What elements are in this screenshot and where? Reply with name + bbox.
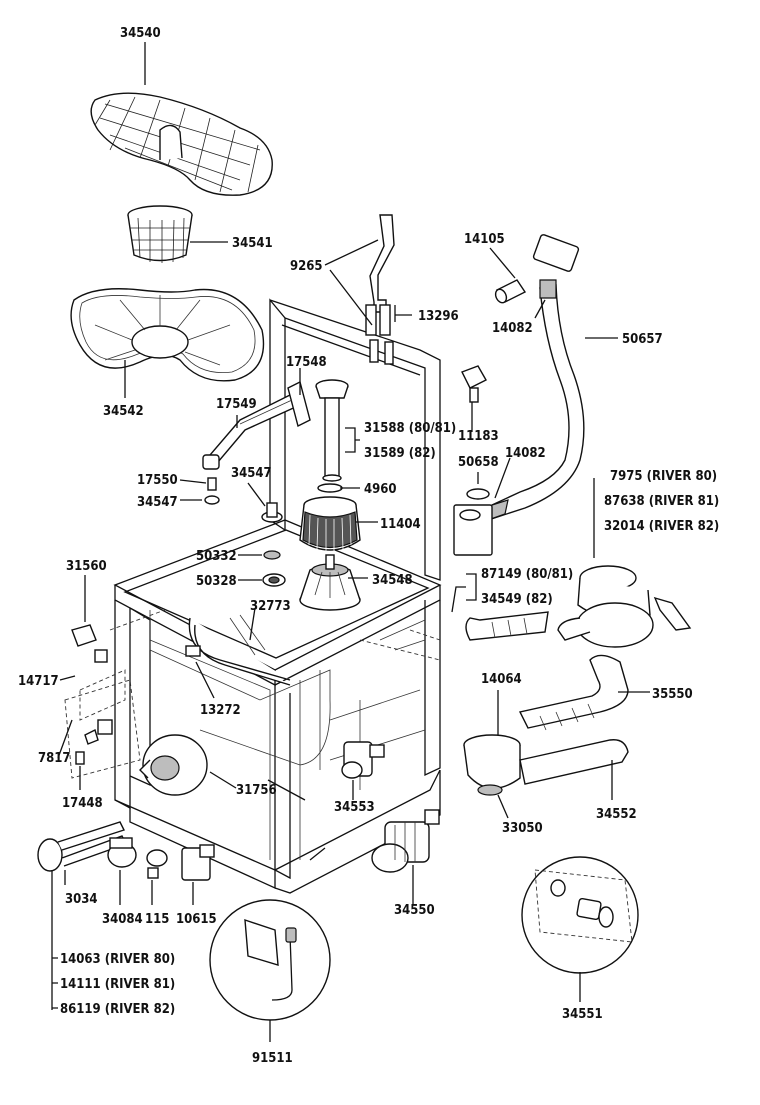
label-7817: 7817 [38, 751, 71, 766]
hose-cap [494, 279, 527, 304]
label-17548: 17548 [286, 355, 327, 370]
label-87638: 87638 (RIVER 81) [604, 494, 719, 509]
label-7975: 7975 (RIVER 80) [610, 469, 717, 484]
label-115: 115 [145, 912, 169, 927]
label-34542: 34542 [103, 404, 144, 419]
label-11404: 11404 [380, 517, 421, 532]
drain-pump [557, 565, 692, 648]
label-86119: 86119 (RIVER 82) [60, 1002, 175, 1017]
sump [463, 734, 629, 796]
label-14105: 14105 [464, 232, 505, 247]
label-34551: 34551 [562, 1007, 603, 1022]
label-14717: 14717 [18, 674, 59, 689]
label-32773: 32773 [250, 599, 291, 614]
label-87149: 87149 (80/81) [481, 567, 573, 582]
label-31756: 31756 [236, 783, 277, 798]
filter-tray [70, 288, 265, 382]
label-17448: 17448 [62, 796, 103, 811]
label-34540: 34540 [120, 26, 161, 41]
label-34550: 34550 [394, 903, 435, 918]
label-17550: 17550 [137, 473, 178, 488]
pump-housing [299, 496, 361, 551]
leader-lines [51, 42, 650, 1042]
solenoid-valve [341, 741, 385, 779]
label-14111: 14111 (RIVER 81) [60, 977, 175, 992]
label-50332: 50332 [196, 549, 237, 564]
label-9265: 9265 [290, 259, 323, 274]
pressure-switch-34084 [107, 837, 137, 868]
label-31589: 31589 (82) [364, 446, 436, 461]
label-50657: 50657 [622, 332, 663, 347]
label-14082-top: 14082 [492, 321, 533, 336]
label-34552: 34552 [596, 807, 637, 822]
label-35550: 35550 [652, 687, 693, 702]
label-14082-bottom: 14082 [505, 446, 546, 461]
label-34084: 34084 [102, 912, 143, 927]
label-33050: 33050 [502, 821, 543, 836]
label-13272: 13272 [200, 703, 241, 718]
label-11183: 11183 [458, 429, 499, 444]
wash-motor [139, 734, 208, 796]
valve-11183 [461, 365, 487, 403]
vertical-pipe [315, 379, 349, 482]
label-3034: 3034 [65, 892, 98, 907]
drain-hoses [465, 611, 629, 731]
basket-grid [90, 92, 273, 196]
label-32014: 32014 (RIVER 82) [604, 519, 719, 534]
label-50658: 50658 [458, 455, 499, 470]
label-31560: 31560 [66, 559, 107, 574]
left-small-parts [71, 624, 113, 765]
label-13296: 13296 [418, 309, 459, 324]
label-50328: 50328 [196, 574, 237, 589]
valve-115 [146, 849, 168, 879]
label-17549: 17549 [216, 397, 257, 412]
part-labels: 34540 34541 34542 9265 13296 14105 14082… [18, 26, 719, 1066]
label-34548: 34548 [372, 573, 413, 588]
label-34549: 34549 (82) [481, 592, 553, 607]
cabinet-frame [64, 298, 442, 894]
detail-circle-34551 [521, 856, 639, 974]
fill-pipe [365, 214, 395, 365]
label-34547-mid: 34547 [231, 466, 272, 481]
label-34553: 34553 [334, 800, 375, 815]
relay-10615 [181, 844, 215, 881]
label-4960: 4960 [364, 482, 397, 497]
label-10615: 10615 [176, 912, 217, 927]
fitting-34547 [204, 477, 283, 523]
label-91511: 91511 [252, 1051, 293, 1066]
detail-circle-91511 [209, 899, 331, 1021]
impeller [299, 554, 361, 611]
drain-hose [453, 234, 585, 556]
bracket-13272 [185, 645, 201, 657]
label-14063: 14063 (RIVER 80) [60, 952, 175, 967]
gasket-50658 [466, 488, 490, 500]
label-14064: 14064 [481, 672, 522, 687]
label-34547-left: 34547 [137, 495, 178, 510]
small-basket [127, 205, 193, 263]
label-31588: 31588 (80/81) [364, 421, 456, 436]
label-34541: 34541 [232, 236, 273, 251]
circulation-pump [371, 809, 440, 873]
nozzle-seals [262, 550, 286, 587]
spray-arm-pipe [202, 380, 311, 470]
gasket-4960 [317, 483, 343, 493]
